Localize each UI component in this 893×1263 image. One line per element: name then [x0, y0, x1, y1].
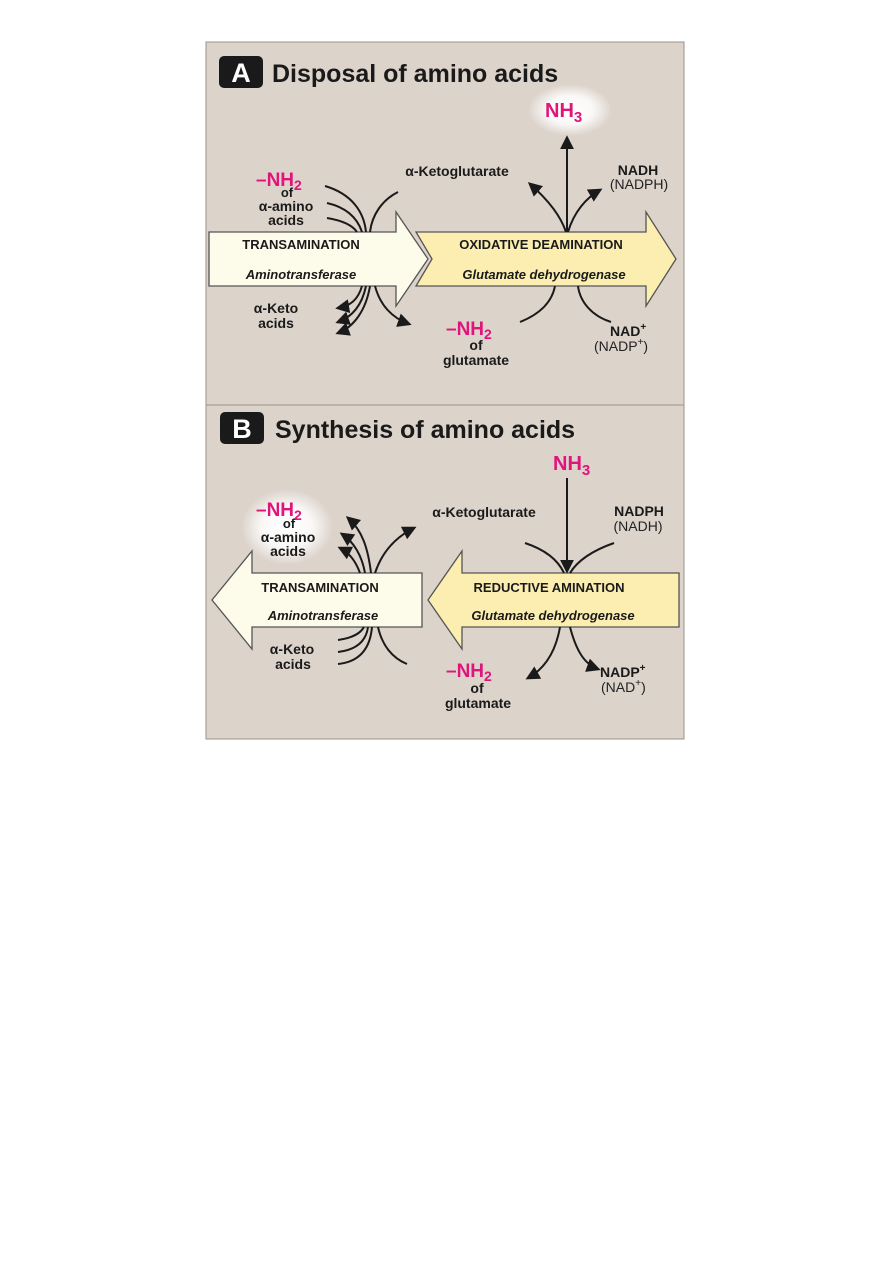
panel-b-glutamate-of: of — [470, 680, 484, 696]
panel-a-enzyme-label: Glutamate dehydrogenase — [462, 267, 625, 282]
panel-b-transamination-label: TRANSAMINATION — [261, 580, 378, 595]
panel-b-alpha-keto: α-Keto — [270, 641, 314, 657]
panel-a-glutamate-of: of — [469, 337, 483, 353]
panel-a-transamination-label: TRANSAMINATION — [242, 237, 359, 252]
panel-a-nh3-glow — [528, 84, 612, 136]
panel-a-alpha-keto: α-Keto — [254, 300, 298, 316]
panel-a-keto-out-curve-3 — [335, 285, 371, 336]
panel-b-letter: B — [232, 414, 252, 444]
panel-a-ketoglutarate-out-curve — [527, 182, 567, 233]
panel-a-alpha-amino: α-amino — [259, 198, 314, 214]
panel-b-nh3: NH3 — [553, 453, 590, 479]
panel-b-of: of — [283, 516, 296, 531]
panel-b-glutamate-out-curve — [525, 626, 561, 680]
panel-a-ketoglutarate: α-Ketoglutarate — [405, 163, 509, 179]
panel-b-letter-box — [220, 412, 264, 444]
panel-a-amino-in-curve-3 — [326, 217, 358, 233]
panel-a-letter: A — [231, 58, 251, 88]
panel-b-keto-in-curve-2 — [337, 626, 369, 653]
panel-a-amino-in-curve-1 — [324, 185, 367, 233]
panel-b: B Synthesis of amino acids TRANSAMINATIO… — [205, 404, 685, 740]
panel-b-amino-out-curve-1 — [345, 516, 372, 574]
panel-a-glutamate: glutamate — [443, 352, 509, 368]
panel-b-alpha-amino: α-amino — [261, 529, 316, 545]
panel-b-nadh: (NADH) — [614, 518, 663, 534]
panel-a-nh2-group: –NH2 — [256, 170, 302, 193]
panel-a-ketoglutarate-in-curve — [369, 191, 399, 233]
panel-b-ketoglutarate-in-curve — [377, 626, 408, 665]
panel-a-oxidative-deamination-label: OXIDATIVE DEAMINATION — [459, 237, 622, 252]
panel-b-ketoglutarate-out-curve — [374, 526, 417, 574]
panel-b-nh2-group: –NH2 — [256, 500, 302, 523]
panel-b-amino-out-curve-3 — [337, 546, 361, 574]
panel-a-amino-in-curve-2 — [326, 202, 363, 233]
panel-a-glutamate-in-curve — [519, 285, 556, 323]
panel-b-title: Synthesis of amino acids — [275, 416, 575, 444]
panel-b-amino-out-curve-2 — [339, 532, 366, 574]
panel-a-transamination-arrow — [208, 209, 429, 309]
panel-a-nadph: (NADPH) — [610, 176, 668, 192]
panel-a: A Disposal of amino acids TRANSAMINATION… — [205, 41, 685, 407]
panel-a-aminotransferase-label: Aminotransferase — [245, 267, 357, 282]
panel-b-ketoglutarate: α-Ketoglutarate — [432, 504, 536, 520]
panel-a-keto-out-curve-2 — [335, 285, 367, 325]
panel-b-transamination-arrow — [211, 549, 423, 651]
panel-b-nadp: NADP+ — [600, 663, 646, 680]
panel-b-reductive-arrow — [427, 548, 680, 652]
panel-b-nad: (NAD+) — [601, 678, 646, 695]
panel-b-keto-in-curve-1 — [337, 626, 365, 641]
panel-b-acids: acids — [270, 543, 306, 559]
panel-a-nad-in-curve — [577, 285, 612, 323]
panel-b-glutamate: glutamate — [445, 695, 511, 711]
panel-a-oxidative-arrow — [414, 209, 677, 309]
panel-a-letter-box — [219, 56, 263, 88]
panel-b-amino-glow — [241, 489, 333, 565]
panel-b-keto-acids: acids — [275, 656, 311, 672]
panel-b-enzyme-label: Glutamate dehydrogenase — [471, 608, 634, 623]
panel-a-nadh: NADH — [618, 162, 658, 178]
panel-b-nadph-in-curve — [569, 542, 615, 574]
panel-a-keto-acids: acids — [258, 315, 294, 331]
panel-b-glutamate-in-curve — [524, 542, 565, 574]
panel-a-acids: acids — [268, 212, 304, 228]
panel-a-nh3: NH3 — [545, 100, 582, 126]
panel-a-glutamate-out-curve — [374, 285, 412, 327]
panel-b-nadp-out-curve — [569, 626, 601, 672]
panel-a-of: of — [281, 185, 294, 200]
panel-a-nadp: (NADP+) — [594, 337, 648, 354]
panel-b-nadph: NADPH — [614, 503, 664, 519]
panel-b-keto-in-curve-3 — [337, 626, 373, 665]
panel-a-nadh-out-curve — [567, 188, 603, 233]
panel-a-keto-out-curve-1 — [335, 285, 363, 314]
panel-a-title: Disposal of amino acids — [272, 60, 558, 88]
panel-b-aminotransferase-label: Aminotransferase — [267, 608, 379, 623]
panel-b-background — [205, 404, 685, 740]
panel-a-nad: NAD+ — [610, 322, 646, 339]
panel-b-reductive-amination-label: REDUCTIVE AMINATION — [474, 580, 625, 595]
panel-b-glutamate-nh2: –NH2 — [446, 661, 492, 684]
panel-a-glutamate-nh2: –NH2 — [446, 319, 492, 342]
